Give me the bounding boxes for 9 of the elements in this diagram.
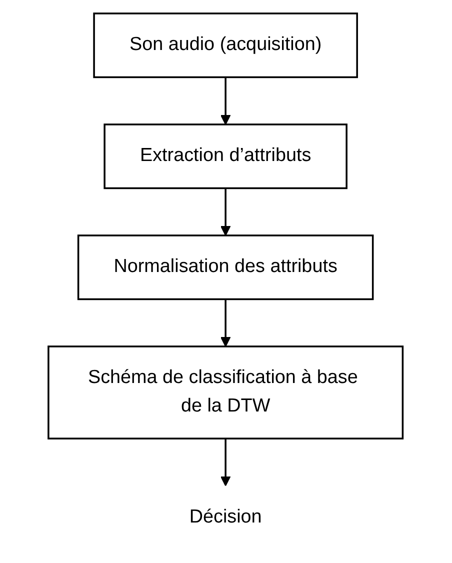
node-text: Décision: [190, 507, 262, 528]
arrow: [220, 188, 232, 236]
node-box: Son audio (acquisition): [94, 12, 358, 78]
node-box: Normalisation des attributs: [78, 234, 374, 300]
arrow: [220, 77, 232, 125]
arrow: [220, 299, 232, 347]
node-box: Schéma de classification à base de la DTW: [48, 346, 404, 440]
node-box: Extraction d’attributs: [104, 124, 348, 190]
arrow: [220, 438, 232, 486]
